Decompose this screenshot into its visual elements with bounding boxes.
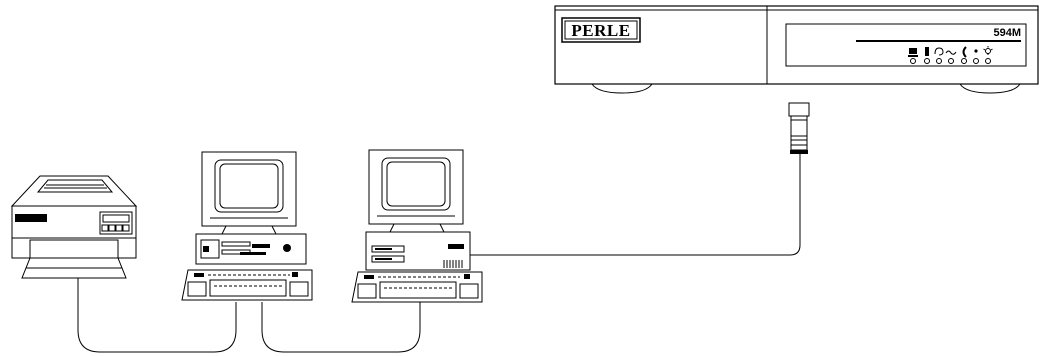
monitor-screen <box>382 158 450 210</box>
monitor-screen <box>215 160 283 212</box>
brand-logo: PERLE <box>562 18 640 42</box>
workstation-2 <box>352 150 482 302</box>
workstation-1 <box>182 152 312 300</box>
device-foot-right <box>960 84 1020 93</box>
model-label: 594M <box>993 27 1021 39</box>
system-unit <box>366 232 470 270</box>
device-594m: PERLE 594M <box>555 6 1038 93</box>
keyboard <box>352 272 482 302</box>
monitor <box>202 152 296 234</box>
cable-to-device <box>470 154 800 255</box>
keyboard <box>182 270 312 300</box>
printer <box>12 176 136 278</box>
device-foot-left <box>592 84 652 93</box>
terminal-icon <box>908 48 918 57</box>
monitor <box>369 150 463 232</box>
printer-slot <box>15 214 47 222</box>
system-unit <box>196 234 306 264</box>
dot-icon <box>974 49 977 52</box>
cable-connector <box>789 103 809 154</box>
modem-icon <box>925 47 929 56</box>
brand-label: PERLE <box>571 21 630 40</box>
cable-workstation-1-to-workstation-2 <box>262 302 420 352</box>
